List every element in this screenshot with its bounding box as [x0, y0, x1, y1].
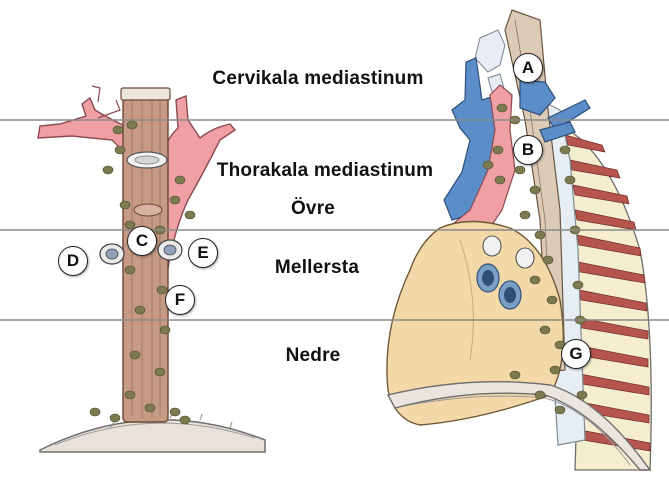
label-cervical-mediastinum: Cervikala mediastinum — [212, 68, 423, 90]
label-lower: Nedre — [286, 345, 341, 367]
marker-g: G — [561, 339, 591, 369]
marker-a: A — [513, 53, 543, 83]
label-middle: Mellersta — [275, 257, 359, 279]
label-thoracic-mediastinum: Thorakala mediastinum — [217, 160, 433, 182]
marker-f: F — [165, 285, 195, 315]
label-upper: Övre — [291, 198, 335, 220]
marker-d: D — [58, 246, 88, 276]
marker-b: B — [513, 135, 543, 165]
marker-e: E — [188, 238, 218, 268]
marker-c: C — [127, 226, 157, 256]
